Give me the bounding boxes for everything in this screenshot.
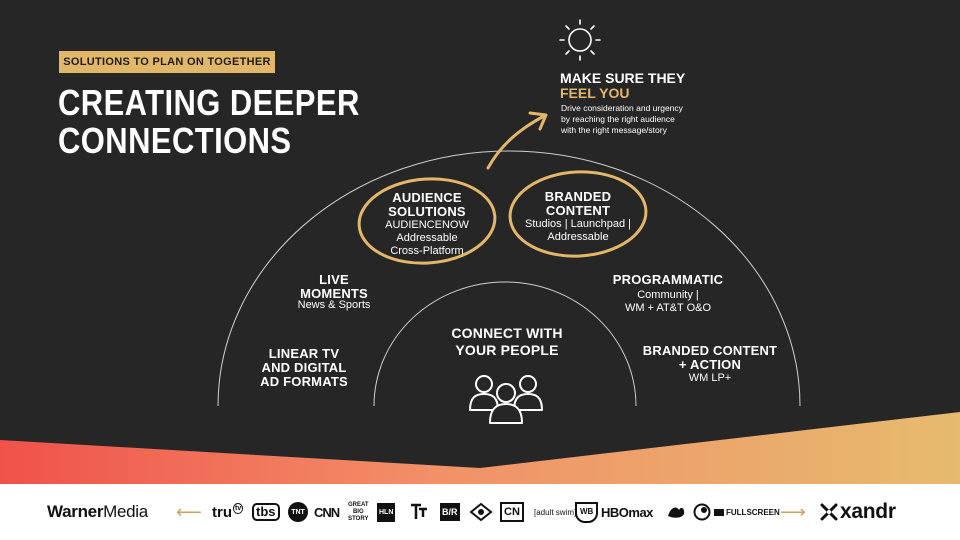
audience-solutions: AUDIENCE SOLUTIONS AUDIENCENOW Addressab… bbox=[367, 191, 487, 258]
tnt-logo-text: TNT bbox=[288, 502, 308, 522]
crunchyroll-icon bbox=[693, 503, 711, 521]
crunchyroll-logo bbox=[665, 484, 687, 540]
tcm-icon bbox=[411, 503, 427, 519]
bleacher-report-logo: B/R bbox=[440, 484, 460, 540]
rooster-teeth-logo bbox=[693, 484, 711, 540]
audience-sub-2: Addressable bbox=[396, 232, 458, 244]
xandr-icon bbox=[820, 503, 838, 521]
branded-content: BRANDED CONTENT Studios | Launchpad | Ad… bbox=[513, 190, 643, 244]
section-tag: SOLUTIONS TO PLAN ON TOGETHER bbox=[59, 51, 275, 73]
gradient-band bbox=[0, 412, 960, 486]
sun-icon bbox=[559, 19, 601, 61]
left-arrow-icon: ⟵ bbox=[176, 501, 202, 522]
wb-logo-text: WB bbox=[575, 501, 599, 523]
gbs-line-1: GREAT bbox=[348, 501, 369, 508]
feel-desc-line-2: by reaching the right audience bbox=[561, 114, 675, 124]
title-line-1: CREATING DEEPER bbox=[58, 82, 360, 123]
branded-heading-1: BRANDED bbox=[544, 189, 612, 204]
programmatic: PROGRAMMATIC Community | WM + AT&T O&O bbox=[603, 273, 733, 315]
upward-arrow-head bbox=[528, 111, 548, 131]
live-heading-2: MOMENTS bbox=[300, 286, 368, 301]
connect-heading-2: YOUR PEOPLE bbox=[455, 342, 559, 358]
upward-arrow bbox=[486, 114, 546, 170]
branded-content-circle bbox=[508, 170, 648, 258]
branded-sub-1: Studios | Launchpad | bbox=[524, 218, 631, 230]
connect-people: CONNECT WITH YOUR PEOPLE bbox=[440, 325, 574, 359]
audience-sub-3: Cross-Platform bbox=[390, 245, 464, 257]
cartoon-network-logo: CN bbox=[500, 484, 524, 540]
branded-sub-2: Addressable bbox=[547, 231, 609, 243]
linear-heading-3: AD FORMATS bbox=[260, 374, 348, 389]
branded-action-heading-2: + ACTION bbox=[678, 357, 742, 372]
otter-icon bbox=[668, 507, 685, 518]
xandr-logo-text: xandr bbox=[840, 500, 896, 523]
adult-swim-logo: [adult swim] bbox=[534, 507, 577, 517]
audience-sub-1: AUDIENCENOW bbox=[385, 219, 469, 231]
br-logo-text: B/R bbox=[440, 503, 460, 521]
warnermedia-logo-part-2: Media bbox=[103, 502, 148, 521]
gbs-line-3: STORY bbox=[348, 515, 369, 522]
audience-heading-1: AUDIENCE bbox=[392, 190, 462, 205]
programmatic-heading: PROGRAMMATIC bbox=[612, 272, 724, 287]
branded-heading-2: CONTENT bbox=[545, 203, 611, 218]
branded-content-action: BRANDED CONTENT + ACTION WM LP+ bbox=[636, 344, 784, 385]
fullscreen-icon bbox=[714, 508, 724, 516]
live-heading-1: LIVE bbox=[319, 272, 349, 287]
gbs-line-2: BIG bbox=[352, 508, 364, 515]
fullscreen-logo: FULLSCREEN bbox=[714, 484, 780, 540]
great-big-story-logo: GREAT BIG STORY bbox=[348, 484, 369, 540]
audience-heading-2: SOLUTIONS bbox=[388, 204, 466, 219]
tbs-logo: tbs bbox=[252, 484, 280, 540]
people-icon bbox=[469, 375, 543, 424]
feel-heading-line-1: MAKE SURE THEY bbox=[560, 70, 686, 86]
title-line-2: CONNECTIONS bbox=[58, 120, 292, 161]
live-moments: LIVE MOMENTS News & Sports bbox=[284, 273, 384, 312]
warnermedia-logo-part-1: Warner bbox=[47, 502, 104, 521]
tnt-logo: TNT bbox=[288, 484, 308, 540]
programmatic-sub-2: WM + AT&T O&O bbox=[624, 302, 712, 314]
cn-logo-text: CN bbox=[500, 502, 524, 522]
boomerang-logo bbox=[469, 484, 493, 540]
hln-logo: HLN bbox=[377, 484, 396, 540]
programmatic-sub-1: Community | bbox=[637, 289, 699, 301]
linear-heading-1: LINEAR TV bbox=[268, 346, 340, 361]
hbo-max-logo: HBOmax bbox=[601, 504, 653, 520]
feel-description: Drive consideration and urgency by reach… bbox=[561, 103, 731, 136]
trutv-logo-text: tru bbox=[212, 503, 232, 521]
inner-arc bbox=[373, 281, 637, 407]
page-title: CREATING DEEPER CONNECTIONS bbox=[58, 84, 360, 160]
branded-action-sub-1: WM LP+ bbox=[688, 372, 732, 384]
linear-tv: LINEAR TV AND DIGITAL AD FORMATS bbox=[248, 347, 360, 389]
hln-logo-text: HLN bbox=[377, 502, 396, 522]
linear-heading-2: AND DIGITAL bbox=[261, 360, 347, 375]
branded-action-heading-1: BRANDED CONTENT bbox=[642, 343, 778, 358]
feel-heading-line-2: FEEL YOU bbox=[560, 85, 630, 101]
cnn-logo: CNN bbox=[314, 504, 340, 520]
connect-heading-1: CONNECT WITH bbox=[451, 325, 563, 341]
xandr-logo: xandr bbox=[820, 484, 896, 540]
fullscreen-logo-text: FULLSCREEN bbox=[726, 507, 780, 517]
audience-solutions-circle bbox=[357, 177, 497, 265]
right-arrow-icon: ⟶ bbox=[780, 501, 806, 522]
live-sub-1: News & Sports bbox=[297, 299, 371, 311]
outer-arc bbox=[217, 150, 801, 407]
tbs-logo-text: tbs bbox=[252, 503, 280, 521]
feel-heading: MAKE SURE THEY FEEL YOU bbox=[560, 71, 685, 101]
turner-classic-logo bbox=[409, 484, 429, 540]
feel-desc-line-3: with the right message/story bbox=[561, 125, 667, 135]
feel-desc-line-1: Drive consideration and urgency bbox=[561, 103, 683, 113]
warner-bros-logo: WB bbox=[575, 484, 599, 540]
boomerang-icon bbox=[469, 502, 493, 522]
